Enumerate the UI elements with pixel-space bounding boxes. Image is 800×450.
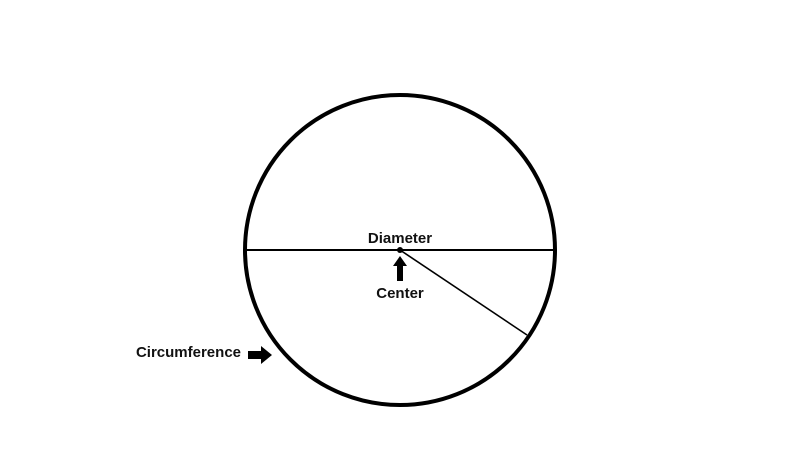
diameter-label: Diameter xyxy=(368,230,432,247)
center-arrow-icon xyxy=(393,256,407,281)
center-point xyxy=(397,247,403,253)
center-label: Center xyxy=(376,285,424,302)
circumference-label: Circumference xyxy=(136,344,241,361)
circumference-arrow-icon xyxy=(248,346,272,364)
radius-line xyxy=(399,249,528,336)
